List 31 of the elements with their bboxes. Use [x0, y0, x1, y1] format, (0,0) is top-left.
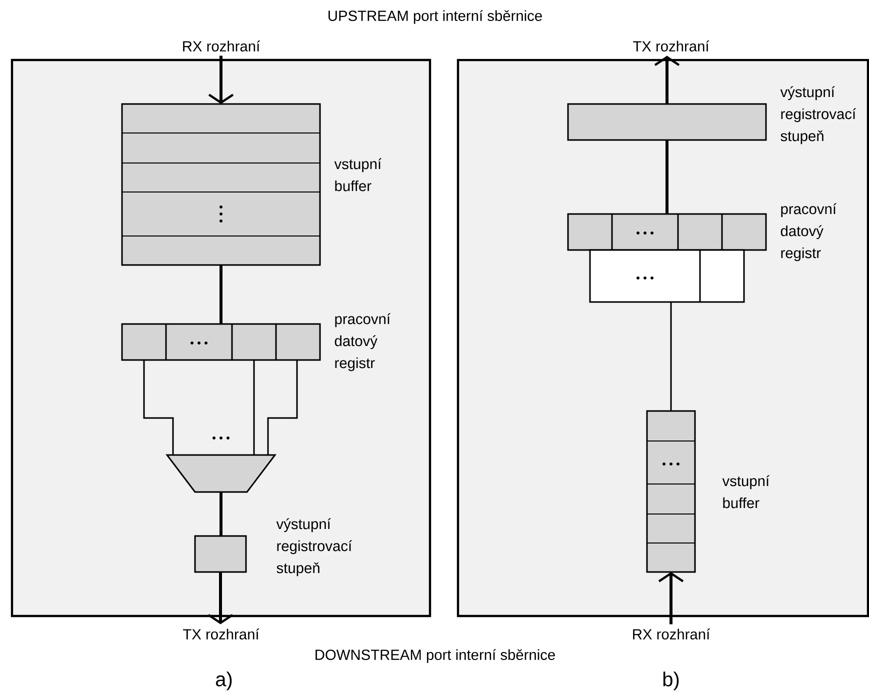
- box-label: výstupní registrovací stupeň: [780, 86, 856, 144]
- box-label: pracovní datový registr: [334, 313, 390, 372]
- panel-caption: a): [216, 672, 232, 690]
- bus-port-label: DOWNSTREAM port interní sběrnice: [316, 649, 555, 663]
- register-box: [121, 323, 321, 361]
- box-label: výstupní registrovací stupeň: [276, 518, 352, 576]
- interface-label: TX rozhraní: [183, 628, 260, 640]
- connector-line: [666, 140, 668, 214]
- box-label: pracovní datový registr: [780, 203, 836, 262]
- output-register-box: [194, 535, 247, 573]
- connector-line: [220, 492, 222, 536]
- connector-line: [220, 265, 222, 324]
- connector-line: [143, 360, 174, 455]
- box-label: vstupní buffer: [722, 475, 770, 508]
- buffer-box: [646, 410, 696, 573]
- interface-label: RX rozhraní: [183, 40, 260, 52]
- interface-label: TX rozhraní: [633, 40, 710, 52]
- arrow: [658, 572, 684, 624]
- panel-caption: b): [663, 672, 679, 690]
- selector-box: [589, 249, 745, 303]
- arrow: [208, 56, 234, 104]
- arrow: [208, 572, 234, 624]
- interface-label: RX rozhraní: [633, 628, 710, 640]
- register-box: [567, 213, 767, 251]
- output-register-box: [567, 103, 767, 141]
- connector-line: [267, 360, 298, 455]
- bus-port-label: UPSTREAM port interní sběrnice: [328, 10, 542, 24]
- buffer-box: [121, 103, 321, 266]
- connector-line: [253, 360, 255, 455]
- box-label: vstupní buffer: [334, 158, 382, 192]
- connector-line: [670, 302, 672, 411]
